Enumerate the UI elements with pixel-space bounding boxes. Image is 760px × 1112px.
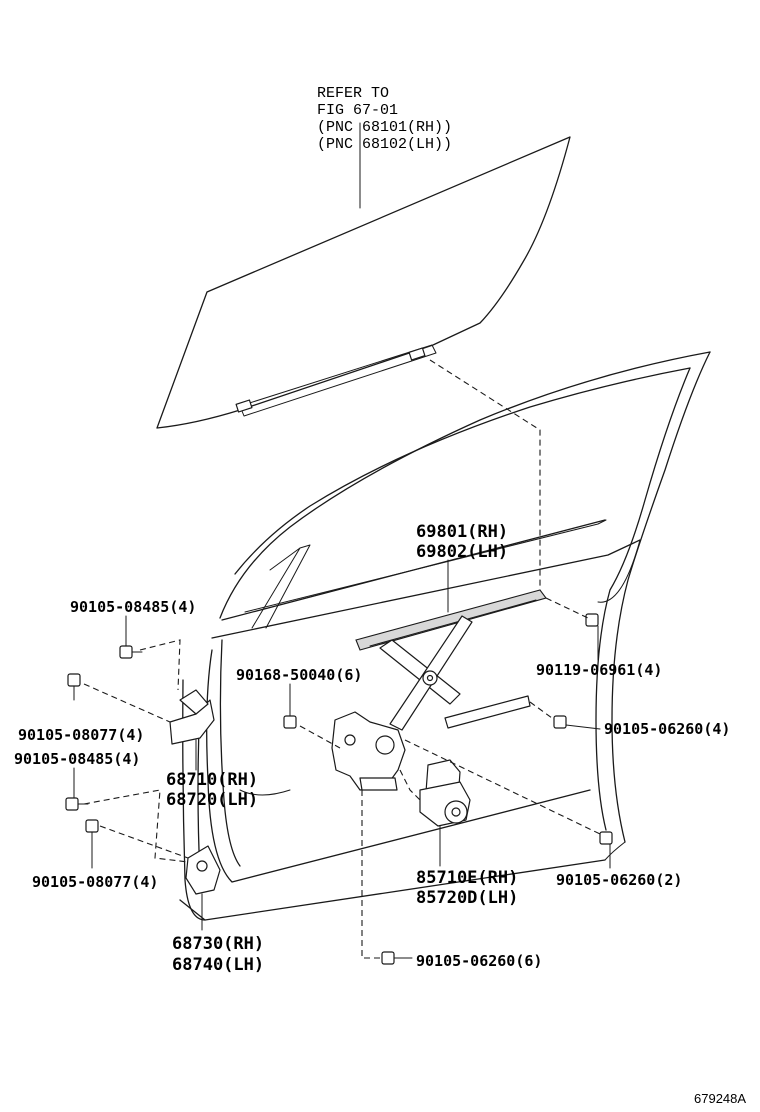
assembly-dash-lines	[83, 359, 601, 959]
run-channel-rh-label: 69801(RH)	[416, 522, 509, 542]
upper-hinge-lh-label: 68720(LH)	[166, 790, 259, 810]
window-regulator	[331, 615, 473, 791]
motor-lh-label: 85720D(LH)	[416, 888, 519, 908]
bolts	[65, 613, 613, 965]
upper-hinge-rh-label: 68710(RH)	[166, 770, 259, 790]
rail-bolt-label: 90105-06260(4)	[604, 720, 731, 738]
refer-note-line-4: (PNC 68102(LH))	[317, 136, 453, 153]
lower-hinge-rh-label: 68730(RH)	[172, 934, 265, 954]
door-hinges	[169, 689, 221, 895]
motor-rh-label: 85710E(RH)	[416, 868, 519, 888]
bolt-upper-hinge-label: 90105-08485(4)	[70, 598, 197, 616]
refer-note-line-1: REFER TO	[317, 85, 390, 102]
channel-bolt-label: 90119-06961(4)	[536, 661, 663, 679]
leader-lines	[73, 559, 611, 959]
lower-hinge-lh-label: 68740(LH)	[172, 955, 265, 975]
bolt-hinge-a-label: 90105-08077(4)	[18, 726, 145, 744]
bolt-lower-hinge-label: 90105-08077(4)	[32, 873, 159, 891]
refer-note-line-2: FIG 67-01	[317, 102, 399, 119]
motor-bolt-right-label: 90105-06260(2)	[556, 871, 683, 889]
bolt-hinge-b-label: 90105-08485(4)	[14, 750, 141, 768]
door-glass	[156, 122, 571, 429]
door-panel	[179, 351, 711, 921]
power-window-motor	[419, 759, 471, 827]
motor-bolt-bottom-label: 90105-06260(6)	[416, 952, 543, 970]
refer-note-line-3: (PNC 68101(RH))	[317, 119, 453, 136]
diagram-code: 679248A	[694, 1091, 747, 1106]
regulator-bolt-label: 90168-50040(6)	[236, 666, 363, 684]
run-channel-lh-label: 69802(LH)	[416, 542, 509, 562]
glass-run-channel	[355, 589, 547, 729]
